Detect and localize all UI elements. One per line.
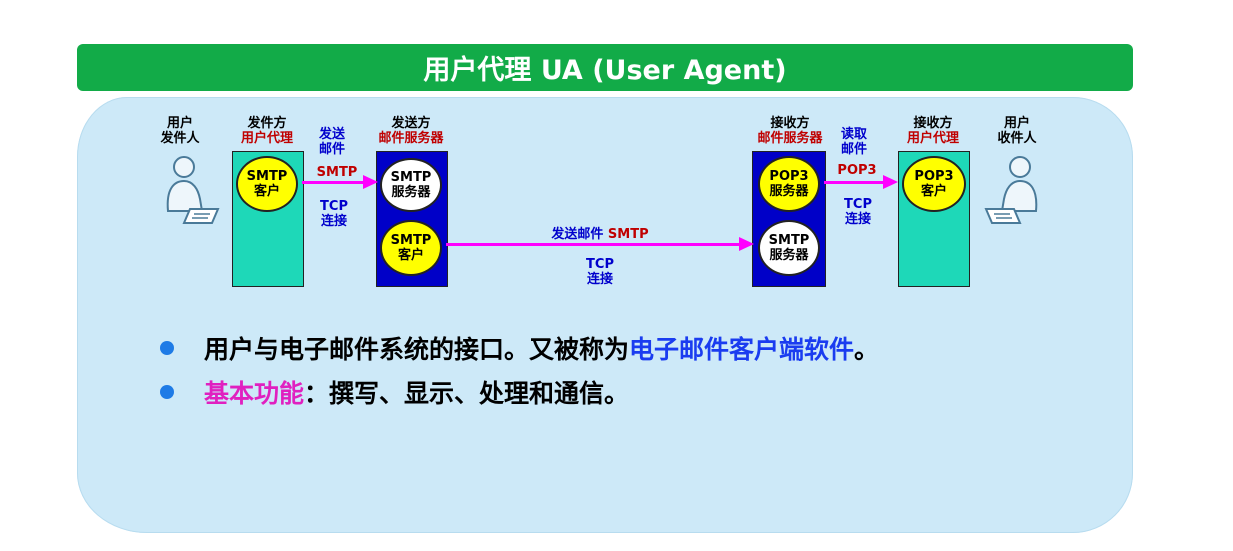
send-mail-label: 发送 邮件 xyxy=(318,127,345,157)
middle-send-smtp-label: 发送邮件 SMTP xyxy=(551,227,649,242)
read-mail-label: 读取 邮件 xyxy=(840,127,867,157)
title-text: 用户代理 UA (User Agent) xyxy=(423,55,787,86)
bullet-dot xyxy=(160,385,174,399)
receiver-user-label: 用户 收件人 xyxy=(997,116,1037,146)
pop3-protocol-label: POP3 xyxy=(837,163,877,178)
sender-person-icon xyxy=(166,156,220,224)
receiver-pop3-arrow xyxy=(824,175,898,189)
sender-server-label: 发送方 邮件服务器 xyxy=(378,116,444,146)
sender-ua-label: 发件方 用户代理 xyxy=(240,116,293,146)
sender-smtp-server-circle: SMTP 服务器 xyxy=(380,158,442,212)
sender-smtp-arrow xyxy=(302,175,378,189)
smtp-protocol-label: SMTP xyxy=(316,165,358,180)
right-tcp-label: TCP 连接 xyxy=(844,197,872,227)
title-bar: 用户代理 UA (User Agent) xyxy=(77,44,1133,91)
receiver-pop3-client-circle: POP3 客户 xyxy=(902,156,966,212)
bullet-1: 用户与电子邮件系统的接口。又被称为电子邮件客户端软件。 xyxy=(160,330,879,366)
sender-smtp-client2-circle: SMTP 客户 xyxy=(380,220,442,276)
receiver-person-icon xyxy=(984,156,1038,224)
receiver-server-label: 接收方 邮件服务器 xyxy=(757,116,823,146)
receiver-pop3-server-circle: POP3 服务器 xyxy=(758,156,820,212)
sender-smtp-client-circle: SMTP 客户 xyxy=(236,156,298,212)
bullet-2: 基本功能：撰写、显示、处理和通信。 xyxy=(160,374,629,410)
server-to-server-arrow xyxy=(446,237,754,251)
bullet-dot xyxy=(160,341,174,355)
left-tcp-label: TCP 连接 xyxy=(320,199,348,229)
middle-tcp-label: TCP 连接 xyxy=(586,257,614,287)
receiver-ua-label: 接收方 用户代理 xyxy=(906,116,959,146)
sender-user-label: 用户 发件人 xyxy=(160,116,200,146)
receiver-smtp-server-circle: SMTP 服务器 xyxy=(758,220,820,276)
